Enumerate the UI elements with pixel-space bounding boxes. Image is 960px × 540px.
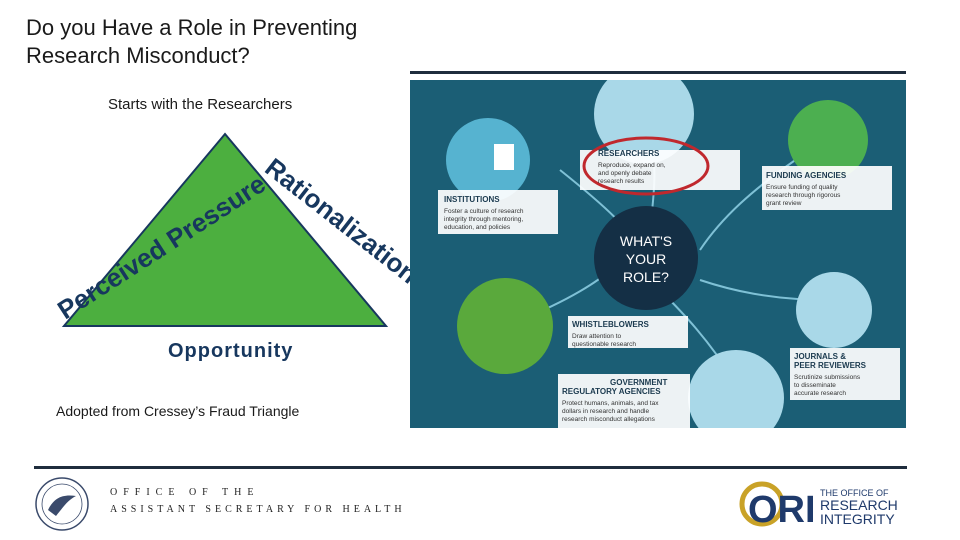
funding-title: FUNDING AGENCIES	[766, 171, 847, 180]
title-divider	[410, 71, 906, 74]
institutions-desc-1: Foster a culture of research	[444, 208, 524, 215]
funding-desc-3: grant review	[766, 200, 802, 207]
government-agencies-image	[688, 350, 784, 428]
center-line-1: WHAT'S	[620, 233, 672, 249]
researchers-desc-2: and openly debate	[598, 170, 652, 177]
funding-desc-1: Ensure funding of quality	[766, 184, 838, 191]
journals-title-2: PEER REVIEWERS	[794, 361, 867, 370]
ori-logo-line-1: THE OFFICE OF	[820, 488, 889, 498]
whistleblowers-title: WHISTLEBLOWERS	[572, 320, 650, 329]
fraud-triangle	[61, 132, 389, 327]
journals-desc-2: to disseminate	[794, 382, 836, 389]
ori-logo: ORI THE OFFICE OF RESEARCH INTEGRITY	[739, 481, 898, 531]
government-title-1: GOVERNMENT	[610, 378, 667, 387]
ori-logo-letters: ORI	[748, 489, 816, 531]
government-desc-2: dollars in research and handle	[562, 408, 649, 415]
researchers-desc-3: research results	[598, 178, 645, 185]
source-caption: Adopted from Cressey’s Fraud Triangle	[56, 403, 300, 419]
ori-logo-line-2: RESEARCH	[820, 497, 898, 513]
opportunity-label: Opportunity	[168, 340, 294, 362]
government-title-2: REGULATORY AGENCIES	[562, 387, 661, 396]
institutions-desc-3: education, and policies	[444, 224, 511, 231]
slide-title: Do you Have a Role in Preventing Researc…	[26, 15, 358, 68]
funding-desc-2: research through rigorous	[766, 192, 841, 199]
researchers-title: RESEARCHERS	[598, 149, 660, 158]
journals-title-1: JOURNALS &	[794, 352, 846, 361]
researchers-highlight-ring	[582, 136, 710, 196]
triangle-shape	[61, 132, 389, 327]
government-desc-3: research misconduct allegations	[562, 416, 656, 423]
whats-your-role-infographic: RESEARCHERS Reproduce, expand on, and op…	[410, 80, 906, 428]
researchers-desc-1: Reproduce, expand on,	[598, 162, 666, 169]
institutions-image	[446, 118, 530, 202]
funding-agencies-image	[788, 100, 868, 180]
whistleblowers-image	[457, 278, 553, 374]
journals-image	[796, 272, 872, 348]
slide-subtitle: Starts with the Researchers	[108, 96, 293, 113]
whistleblowers-desc-2: questionable research	[572, 341, 636, 348]
whistleblowers-desc-1: Draw attention to	[572, 333, 622, 340]
office-line-2: ASSISTANT SECRETARY FOR HEALTH	[110, 504, 406, 515]
center-line-2: YOUR	[626, 251, 666, 267]
hhs-seal-logo	[35, 477, 89, 531]
ori-logo-ring	[739, 481, 785, 527]
whats-your-role-circle	[594, 206, 698, 310]
institutions-desc-2: integrity through mentoring,	[444, 216, 523, 223]
office-line-1: OFFICE OF THE	[110, 487, 260, 498]
researchers-image	[594, 80, 694, 164]
government-desc-1: Protect humans, animals, and tax	[562, 400, 659, 407]
journals-desc-1: Scrutinize submissions	[794, 374, 861, 381]
institutions-title: INSTITUTIONS	[444, 195, 500, 204]
center-line-3: ROLE?	[623, 269, 669, 285]
footer-divider	[34, 466, 907, 469]
journals-desc-3: accurate research	[794, 390, 846, 397]
ori-logo-line-3: INTEGRITY	[820, 511, 895, 527]
